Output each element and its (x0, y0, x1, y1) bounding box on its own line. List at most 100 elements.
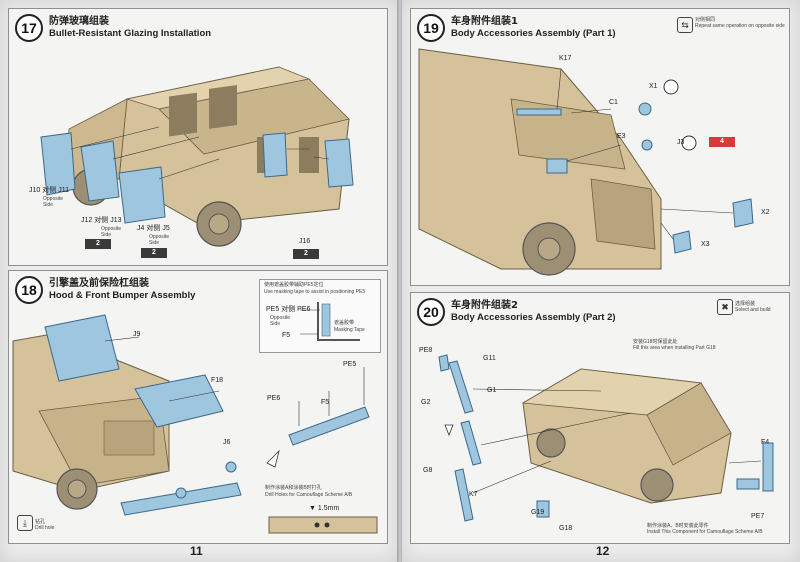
side-en-2: Side (101, 232, 112, 238)
quantity-badge-red: 4 (709, 137, 735, 147)
label-x2: X2 (761, 209, 770, 216)
step-20-vehicle-illustration (438, 354, 774, 522)
book-spine (397, 0, 403, 562)
step-19-title-en: Body Accessories Assembly (Part 1) (451, 28, 616, 39)
step-17-vehicle-illustration (40, 66, 354, 247)
opposite-cn-3: 对侧 (146, 225, 161, 232)
j10-text: J10 (29, 187, 41, 194)
j11-text: J11 (58, 187, 69, 194)
label-g11: G11 (483, 355, 496, 362)
label-pe8: PE8 (419, 347, 433, 354)
masking-tape-note: 使用遮盖胶带辅助PE5定位 Use masking tape to assist… (259, 279, 381, 353)
label-g8: G8 (423, 467, 433, 474)
step-18-panel: 18 引擎盖及前保险杠组装 Hood & Front Bumper Assemb… (8, 270, 388, 544)
label-j6: J6 (223, 439, 231, 446)
label-pe7: PE7 (751, 513, 765, 520)
label-f18: F18 (211, 377, 224, 384)
label-g1: G1 (487, 387, 497, 394)
opposite-cn-2: 对侧 (94, 217, 109, 224)
j5-text: J5 (162, 225, 170, 232)
step-20-number: 20 (417, 298, 445, 326)
side-en-3: Side (149, 240, 160, 246)
label-f5: F5 (321, 399, 330, 406)
opposite-en-2: Opposite (101, 226, 122, 232)
step-20-header: 20 车身附件组装2 Body Accessories Assembly (Pa… (417, 298, 616, 326)
label-j16: J16 (299, 238, 311, 245)
note-top-en: Fill this area when installing Part G18 (633, 345, 716, 351)
select-cn: 选择组装 (735, 301, 756, 307)
step-18-header: 18 引擎盖及前保险杠组装 Hood & Front Bumper Assemb… (15, 276, 195, 304)
j12-text: J12 (81, 217, 93, 224)
quantity-badge-2: 2 (141, 248, 167, 258)
repeat-opposite-icon: ⇆ (677, 17, 693, 33)
step-18-hood-illustration (12, 314, 378, 534)
masking-note-en: Use masking tape to assist in positionin… (264, 289, 366, 295)
masking-pe5: PE5 对侧 PE6 (266, 306, 310, 314)
label-j12: J12 对侧 J13 (81, 217, 122, 225)
quantity-badge-1: 2 (85, 239, 111, 249)
masking-tape-en: Masking Tape (334, 327, 365, 333)
step-20-title-cn: 车身附件组装2 (451, 300, 518, 311)
label-pe5: PE5 (343, 361, 357, 368)
note-top-cn: 安装G18时保留此处 (633, 339, 678, 345)
step-19-title-cn: 车身附件组装1 (451, 16, 518, 27)
step-19-number: 19 (417, 14, 445, 42)
label-e3: E3 (617, 133, 626, 140)
label-x1: X1 (649, 83, 658, 90)
drill-note-cn: 制作涂装A和涂装B时打孔 (265, 485, 322, 491)
note-bottom-en: Install This Component for Camouflage Sc… (647, 529, 763, 535)
step-17-header: 17 防弹玻璃组装 Bullet-Resistant Glazing Insta… (15, 14, 211, 42)
opposite-en-3: Opposite (149, 234, 170, 240)
opposite-en-1: Opposite (43, 196, 64, 202)
label-g2: G2 (421, 399, 431, 406)
j13-text: J13 (110, 217, 122, 224)
step-17-title-en: Bullet-Resistant Glazing Installation (49, 28, 212, 39)
side-en-1: Side (43, 202, 54, 208)
label-x3: X3 (701, 241, 710, 248)
step-19-vehicle-illustration (418, 48, 754, 276)
masking-opposite-en: Opposite (270, 315, 291, 321)
label-c1: C1 (609, 99, 618, 106)
masking-tape-diagram (300, 302, 360, 341)
masking-pe6-text: PE6 (297, 306, 311, 313)
masking-note-cn: 使用遮盖胶带辅助PE5定位 (264, 282, 324, 288)
page-number-right: 12 (596, 544, 610, 558)
label-j10: J10 对侧 J11 (29, 187, 69, 195)
select-build-icon: ✖ (717, 299, 733, 315)
step-17-number: 17 (15, 14, 43, 42)
step-19-header: 19 车身附件组装1 Body Accessories Assembly (Pa… (417, 14, 616, 42)
drill-note-en: Drill Holes for Camouflage Scheme A/B (265, 492, 353, 498)
label-k7: K7 (469, 491, 478, 498)
drill-arrow-icon: ▼ (309, 505, 316, 512)
drill-hole-en: Drill hole (35, 525, 55, 531)
masking-f5: F5 (282, 332, 291, 339)
quantity-badge-3: 2 (293, 249, 319, 259)
step-19-panel: 19 车身附件组装1 Body Accessories Assembly (Pa… (410, 8, 790, 286)
drill-hole-cn: 钻孔 (35, 519, 46, 525)
step-17-title-cn: 防弹玻璃组装 (49, 16, 109, 27)
right-page: 19 车身附件组装1 Body Accessories Assembly (Pa… (402, 0, 800, 562)
drill-hole-icon: ⤓ (17, 515, 33, 531)
label-j4: J4 对侧 J5 (137, 225, 170, 233)
masking-opposite-cn: 对侧 (281, 306, 296, 313)
opposite-cn-1: 对侧 (42, 187, 57, 194)
j4-text: J4 (137, 225, 145, 232)
masking-pe5-text: PE5 (266, 306, 280, 313)
label-pe6: PE6 (267, 395, 281, 402)
page-number-left: 11 (190, 544, 203, 558)
label-g19: G19 (531, 509, 545, 516)
select-en: Select and build (735, 307, 771, 313)
masking-side-en: Side (270, 321, 281, 327)
label-f4: F4 (761, 439, 770, 446)
repeat-en: Repeat same operation on opposite side (695, 23, 785, 29)
label-g18: G18 (559, 525, 573, 532)
masking-tape-cn: 遮盖胶带 (334, 320, 355, 326)
step-17-panel: 17 防弹玻璃组装 Bullet-Resistant Glazing Insta… (8, 8, 388, 266)
left-page: 17 防弹玻璃组装 Bullet-Resistant Glazing Insta… (0, 0, 398, 562)
